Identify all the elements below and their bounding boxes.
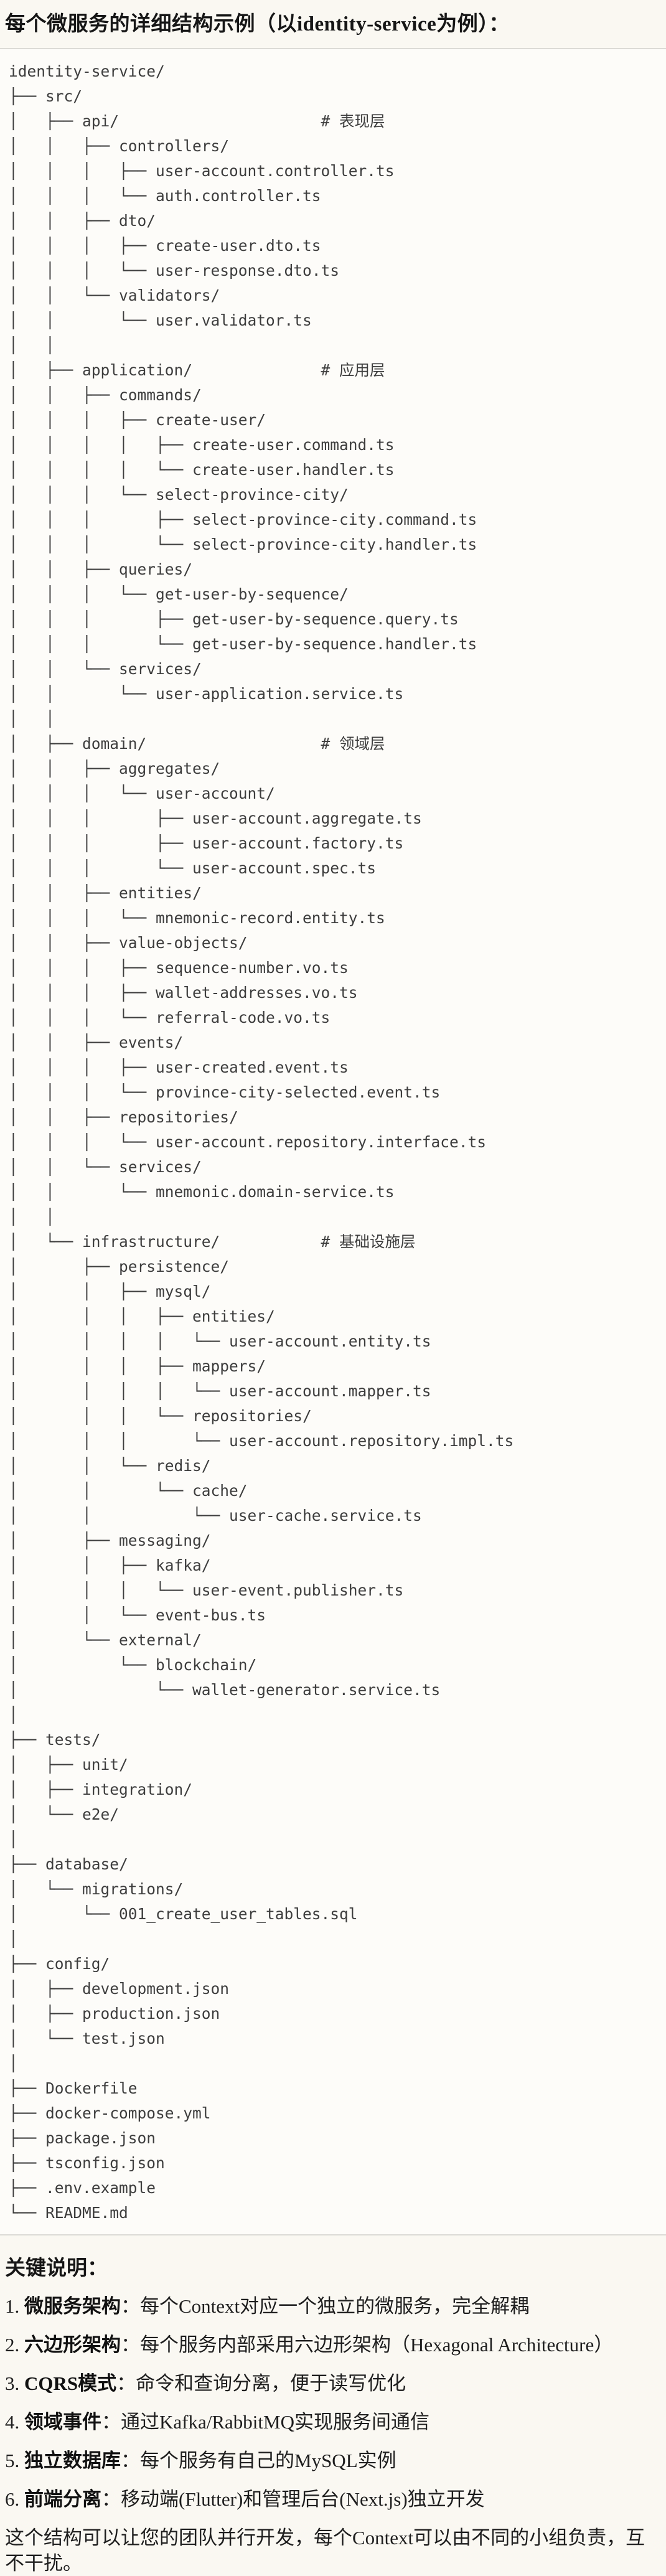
note-term: 独立数据库: [24, 2450, 121, 2471]
note-term: CQRS模式: [24, 2372, 117, 2394]
note-item-hexagonal: 2. 六边形架构：每个服务内部采用六边形架构（Hexagonal Archite…: [5, 2332, 661, 2357]
note-number: 3.: [5, 2372, 24, 2394]
note-number: 1.: [5, 2295, 24, 2317]
note-item-independent-db: 5. 独立数据库：每个服务有自己的MySQL实例: [5, 2448, 661, 2473]
note-number: 6.: [5, 2488, 24, 2510]
note-item-cqrs: 3. CQRS模式：命令和查询分离，便于读写优化: [5, 2371, 661, 2396]
key-notes-section: 关键说明： 1. 微服务架构：每个Context对应一个独立的微服务，完全解耦 …: [0, 2257, 666, 2576]
note-term: 微服务架构: [24, 2295, 121, 2317]
page-title: 每个微服务的详细结构示例（以identity-service为例）：: [5, 13, 510, 35]
note-number: 4.: [5, 2411, 24, 2433]
note-text: ：每个服务有自己的MySQL实例: [121, 2450, 396, 2471]
notes-heading: 关键说明：: [5, 2257, 108, 2280]
note-text: ：每个Context对应一个独立的微服务，完全解耦: [121, 2295, 530, 2317]
note-term: 前端分离: [24, 2488, 101, 2510]
note-term: 六边形架构: [24, 2334, 121, 2356]
note-number: 2.: [5, 2334, 24, 2356]
directory-tree-text: identity-service/ ├── src/ │ ├── api/ # …: [9, 62, 514, 2222]
directory-tree-code-block: identity-service/ ├── src/ │ ├── api/ # …: [0, 48, 666, 2235]
note-text: ：通过Kafka/RabbitMQ实现服务间通信: [101, 2411, 429, 2433]
note-text: ：命令和查询分离，便于读写优化: [116, 2372, 406, 2394]
note-item-frontend-separation: 6. 前端分离：移动端(Flutter)和管理后台(Next.js)独立开发: [5, 2486, 661, 2512]
note-number: 5.: [5, 2450, 24, 2471]
note-text: ：移动端(Flutter)和管理后台(Next.js)独立开发: [101, 2488, 485, 2510]
note-term: 领域事件: [24, 2411, 101, 2433]
note-item-domain-events: 4. 领域事件：通过Kafka/RabbitMQ实现服务间通信: [5, 2409, 661, 2435]
closing-paragraph: 这个结构可以让您的团队并行开发，每个Context可以由不同的小组负责，互不干扰…: [5, 2527, 645, 2574]
note-item-microservices: 1. 微服务架构：每个Context对应一个独立的微服务，完全解耦: [5, 2293, 661, 2319]
note-text: ：每个服务内部采用六边形架构（Hexagonal Architecture）: [121, 2334, 614, 2356]
